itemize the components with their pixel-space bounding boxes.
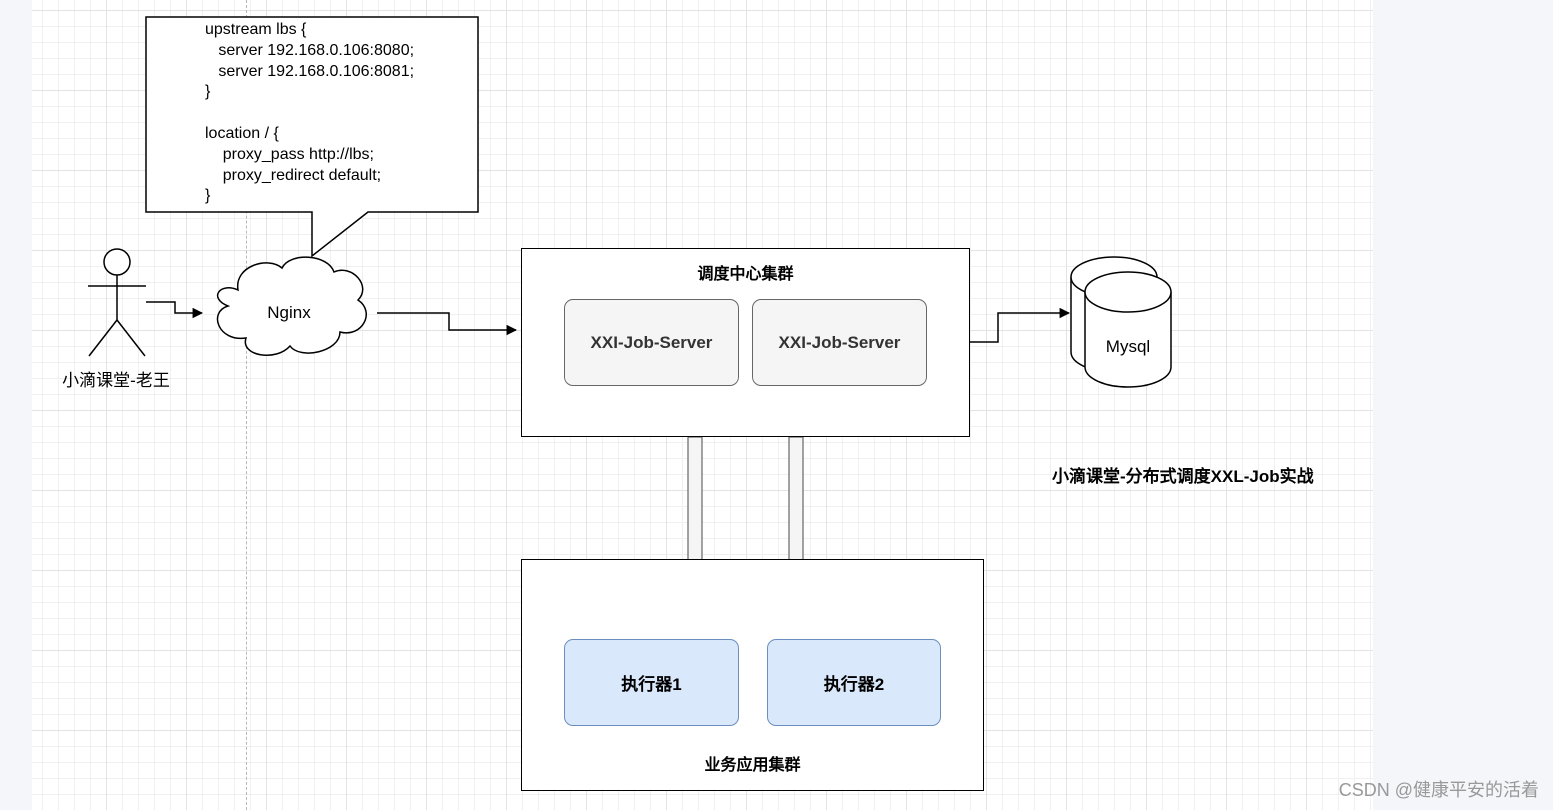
diagram-caption: 小滴课堂-分布式调度XXL-Job实战 — [1052, 467, 1314, 486]
connector-actor-to-nginx — [146, 301, 204, 319]
mysql-database-icon[interactable] — [1070, 256, 1172, 388]
actor-label: 小滴课堂-老王 — [62, 371, 170, 390]
scheduler-cluster-title: 调度中心集群 — [697, 266, 794, 283]
job-server-box-2[interactable]: XXI-Job-Server — [752, 299, 927, 386]
nginx-label: Nginx — [267, 303, 311, 322]
executor-box-1[interactable]: 执行器1 — [564, 639, 739, 726]
executor-box-2[interactable]: 执行器2 — [767, 639, 941, 726]
page-break-line — [246, 0, 247, 810]
app-cluster-title: 业务应用集群 — [704, 757, 801, 774]
nginx-config-text: upstream lbs { server 192.168.0.106:8080… — [205, 21, 415, 205]
nginx-cloud-icon[interactable] — [216, 256, 367, 356]
actor-icon[interactable] — [88, 248, 146, 357]
callout-bubble[interactable] — [145, 16, 479, 258]
connector-nginx-to-scheduler — [377, 312, 518, 336]
job-server-box-1[interactable]: XXI-Job-Server — [564, 299, 739, 386]
mysql-label: Mysql — [1105, 337, 1151, 356]
csdn-watermark: CSDN @健康平安的活着 — [1338, 780, 1539, 800]
